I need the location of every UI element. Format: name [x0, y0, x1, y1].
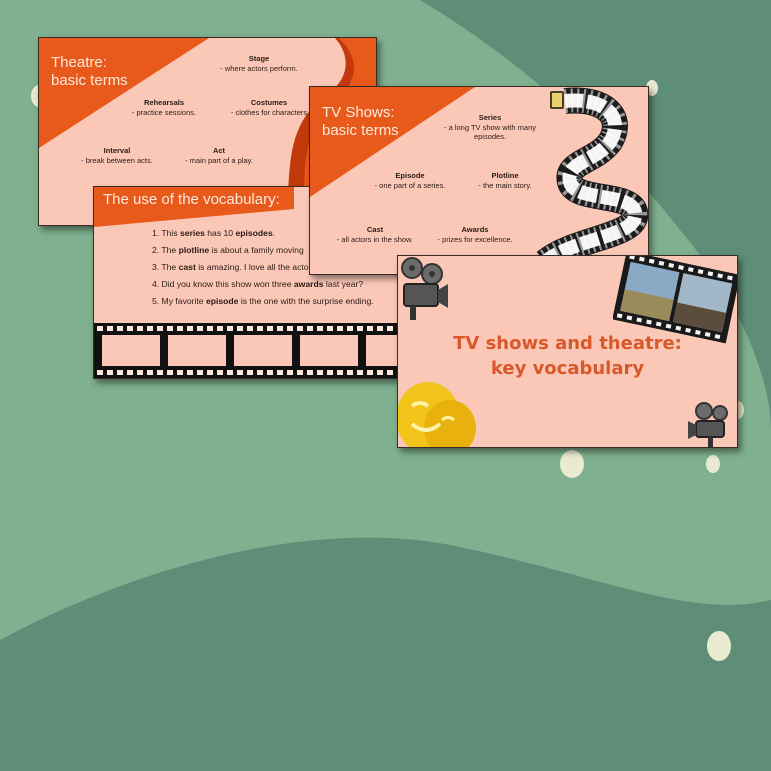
sentence-3: 3. The cast is amazing. I love all the a…: [152, 262, 309, 272]
slide-title-card[interactable]: TV shows and theatre: key vocabulary: [397, 255, 738, 448]
term-rehearsals: Rehearsals- practice sessions.: [131, 98, 197, 117]
main-title-line-2: key vocabulary: [490, 358, 645, 379]
term-stage: Stage- where actors perform.: [220, 54, 298, 73]
sentence-5: 5. My favorite episode is the one with t…: [152, 296, 374, 306]
main-title-line-1: TV shows and theatre:: [453, 333, 682, 354]
slide-title: The use of the vocabulary:: [103, 191, 280, 208]
sentence-2: 2. The plotline is about a family moving: [152, 245, 304, 255]
movie-camera-icon: [688, 402, 728, 447]
term-costumes: Costumes- clothes for characters: [230, 98, 308, 117]
sentence-4: 4. Did you know this show won three awar…: [152, 279, 364, 289]
slide-tv-shows[interactable]: TV Shows: basic terms Series- a long TV …: [309, 86, 649, 275]
movie-camera-icon: [401, 257, 448, 320]
term-act: Act- main part of a play.: [185, 146, 253, 165]
film-strip: [94, 323, 419, 378]
term-cast: Cast- all actors in the show.: [336, 225, 414, 244]
theatre-masks-icon: [398, 382, 476, 447]
term-interval: Interval- break between acts.: [81, 146, 153, 165]
film-photos: [613, 256, 737, 344]
term-series: Series- a long TV show with many episode…: [444, 113, 536, 141]
orange-banner: [94, 187, 294, 227]
slide-title: Theatre: basic terms: [51, 54, 128, 89]
term-awards: Awards- prizes for excellence.: [437, 225, 513, 244]
orange-triangle: [310, 87, 475, 197]
slide-title: TV Shows: basic terms: [322, 104, 399, 139]
film-reel-icon: [536, 87, 648, 273]
sentence-list: 1. This series has 10 episodes. 2. The p…: [152, 225, 374, 310]
sentence-1: 1. This series has 10 episodes.: [152, 228, 276, 238]
term-plotline: Plotline- the main story.: [478, 171, 532, 190]
term-episode: Episode- one part of a series.: [374, 171, 446, 190]
